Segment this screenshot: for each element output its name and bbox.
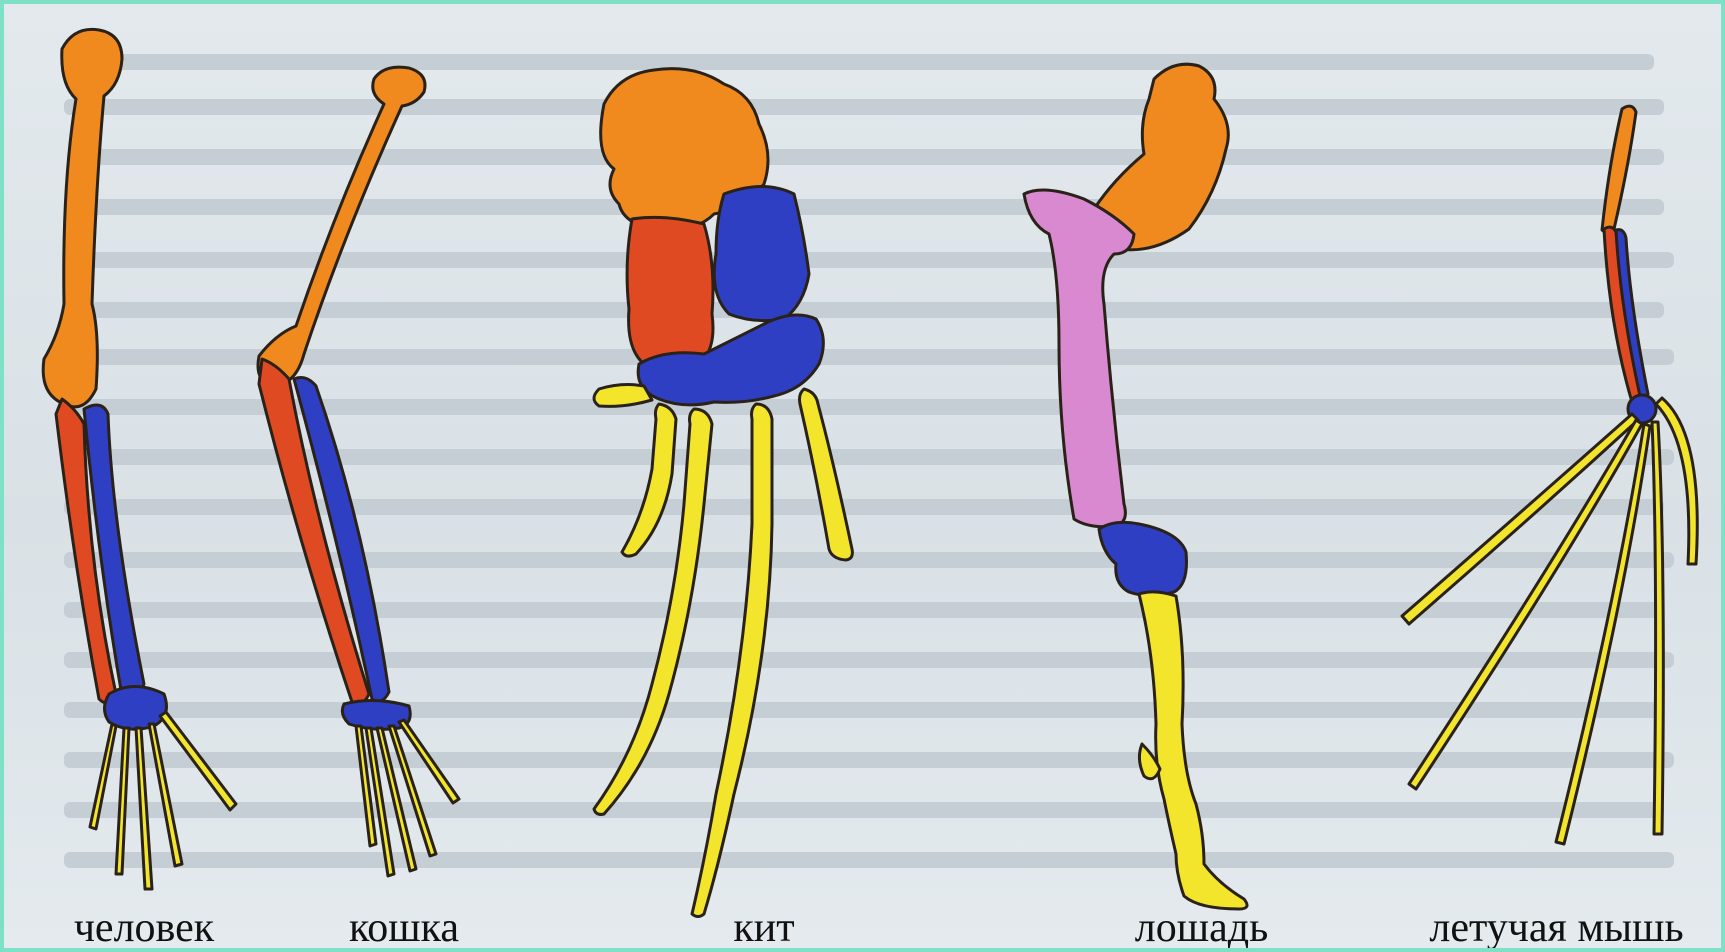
label-cat: кошка: [319, 904, 489, 952]
bat-humerus: [1602, 106, 1636, 233]
horse-phalanges: [1139, 592, 1247, 909]
whale-ulna: [714, 187, 809, 321]
human-phalanges: [90, 712, 236, 889]
cat-humerus: [258, 67, 425, 386]
horse-carpals: [1099, 522, 1187, 595]
whale-radius: [627, 217, 713, 367]
cat-limb: [258, 67, 459, 876]
label-bat: летучая мышь: [1394, 904, 1719, 952]
bat-phalanges: [1402, 398, 1697, 844]
label-whale: кит: [709, 904, 819, 952]
human-humerus: [43, 29, 122, 406]
human-carpals: [105, 687, 167, 730]
horse-limb: [1024, 64, 1247, 909]
human-limb: [43, 29, 236, 889]
label-human: человек: [44, 904, 244, 952]
whale-limb: [594, 69, 852, 917]
limbs-diagram: .o { stroke: #2a2218; stroke-width: 3; s…: [4, 4, 1725, 952]
whale-phalanges: [594, 389, 852, 917]
label-horse: лошадь: [1109, 904, 1294, 952]
bat-limb: [1402, 106, 1697, 844]
cat-phalanges: [356, 720, 459, 876]
horse-radius: [1024, 190, 1134, 527]
whale-thumb: [594, 385, 652, 407]
